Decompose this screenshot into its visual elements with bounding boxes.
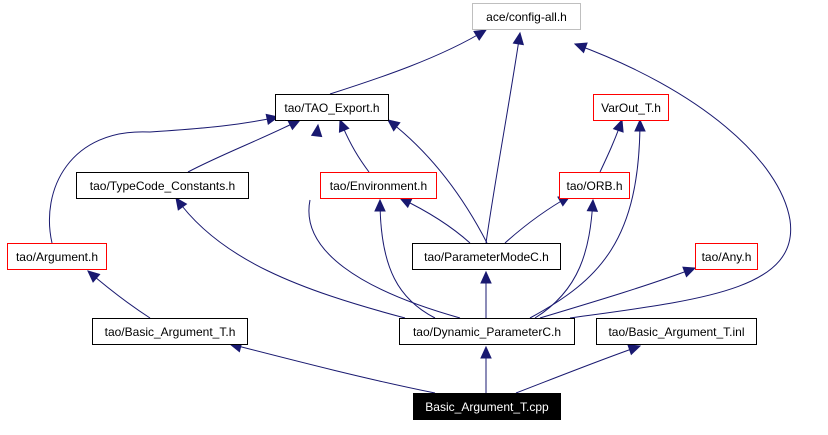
node-label: tao/ORB.h <box>566 179 622 193</box>
edge-environment-to-tao_export <box>338 118 370 173</box>
node-box <box>472 3 581 30</box>
node-basic-argument-h[interactable]: tao/Basic_Argument_T.h <box>92 318 248 345</box>
node-environment[interactable]: tao/Environment.h <box>320 172 437 199</box>
node-label: tao/TAO_Export.h <box>284 101 379 115</box>
node-box <box>275 94 389 121</box>
edge-line <box>399 197 471 244</box>
edge-dynamic_parameterc-to-tao_export <box>308 123 461 319</box>
edge-dynamic_parameterc-to-parametermodec <box>480 270 492 318</box>
edge-line <box>534 199 594 319</box>
arrowhead-icon <box>338 118 350 133</box>
edge-parametermodec-to-environment <box>398 197 471 244</box>
edge-line <box>485 32 521 244</box>
node-label: ace/config-all.h <box>486 10 567 24</box>
arrowhead-icon <box>398 197 413 209</box>
node-root[interactable]: Basic_Argument_T.cpp <box>413 393 561 420</box>
edge-line <box>569 43 792 319</box>
node-orb[interactable]: tao/ORB.h <box>559 172 630 199</box>
edge-line <box>308 199 461 319</box>
edge-line <box>529 119 641 319</box>
edge-line <box>229 343 436 394</box>
node-basic-argument-inl[interactable]: tao/Basic_Argument_T.inl <box>596 318 757 345</box>
node-label: Basic_Argument_T.cpp <box>425 400 549 414</box>
arrowhead-icon <box>634 118 646 132</box>
node-argument[interactable]: tao/Argument.h <box>7 243 107 270</box>
edge-dynamic_parameterc-to-any <box>539 266 697 319</box>
arrowhead-icon <box>87 270 101 283</box>
arrowhead-icon <box>573 42 588 54</box>
arrowhead-icon <box>473 29 488 41</box>
arrowhead-icon <box>387 119 401 132</box>
edge-dynamic_parameterc-to-varout <box>529 118 646 319</box>
node-box <box>412 243 561 270</box>
arrowhead-icon <box>682 266 697 278</box>
edge-line <box>539 267 696 319</box>
edge-orb-to-varout <box>599 118 624 173</box>
arrowhead-icon <box>175 197 188 211</box>
node-label: tao/Basic_Argument_T.h <box>105 325 236 339</box>
node-box <box>320 172 437 199</box>
edge-line <box>175 197 406 319</box>
node-label: tao/ParameterModeC.h <box>424 250 549 264</box>
node-box <box>399 318 575 345</box>
node-box <box>559 172 630 199</box>
edge-line <box>187 119 301 173</box>
edge-root-to-dynamic_parameterc <box>480 345 492 393</box>
node-label: VarOut_T.h <box>601 101 661 115</box>
node-box <box>7 243 107 270</box>
node-parametermodec[interactable]: tao/ParameterModeC.h <box>412 243 561 270</box>
edge-line <box>387 119 488 244</box>
node-label: tao/TypeCode_Constants.h <box>90 179 235 193</box>
edge-line <box>515 345 641 394</box>
arrowhead-icon <box>374 198 386 212</box>
node-box <box>92 318 248 345</box>
edge-dynamic_parameterc-to-config_all <box>569 42 792 319</box>
node-box <box>76 172 249 199</box>
node-varout[interactable]: VarOut_T.h <box>593 94 669 121</box>
edge-dynamic_parameterc-to-orb <box>534 198 599 319</box>
node-box <box>593 94 669 121</box>
node-label: tao/Any.h <box>702 250 752 264</box>
node-config-all[interactable]: ace/config-all.h <box>472 3 581 30</box>
arrowhead-icon <box>480 270 492 284</box>
node-label: tao/Basic_Argument_T.inl <box>608 325 744 339</box>
edge-line <box>48 116 279 244</box>
edge-parametermodec-to-orb <box>504 195 572 244</box>
arrowhead-icon <box>627 344 642 356</box>
edge-root-to-basic_argument_inl <box>515 344 642 394</box>
edge-parametermodec-to-tao_export <box>387 119 488 244</box>
arrowhead-icon <box>512 31 525 46</box>
edge-parametermodec-to-config_all <box>485 31 525 244</box>
edge-basic_argument_h-to-argument <box>87 270 151 319</box>
edge-root-to-basic_argument_h <box>228 341 436 394</box>
node-box <box>695 243 758 270</box>
edge-line <box>379 199 436 319</box>
node-dynamic-parameterc[interactable]: tao/Dynamic_ParameterC.h <box>399 318 575 345</box>
node-label: tao/Dynamic_ParameterC.h <box>413 325 561 339</box>
node-label: tao/Environment.h <box>330 179 427 193</box>
node-tao-export[interactable]: tao/TAO_Export.h <box>275 94 389 121</box>
arrowhead-icon <box>310 123 323 138</box>
edge-tao_export-to-config_all <box>329 29 488 95</box>
edge-dynamic_parameterc-to-environment <box>374 198 436 319</box>
arrowhead-icon <box>586 198 599 212</box>
nodes-layer: ace/config-all.h tao/TAO_Export.h VarOut_T… <box>7 3 758 420</box>
node-box <box>596 318 757 345</box>
edge-line <box>504 195 571 244</box>
node-label: tao/Argument.h <box>16 250 98 264</box>
arrowhead-icon <box>287 119 302 131</box>
node-any[interactable]: tao/Any.h <box>695 243 758 270</box>
arrowhead-icon <box>612 118 624 133</box>
node-typecode-constants[interactable]: tao/TypeCode_Constants.h <box>76 172 249 199</box>
edge-dynamic_parameterc-to-typecode_constants <box>175 197 406 319</box>
edge-line <box>87 270 151 319</box>
edge-line <box>329 29 487 95</box>
node-box <box>413 393 561 420</box>
arrowhead-icon <box>480 345 492 359</box>
